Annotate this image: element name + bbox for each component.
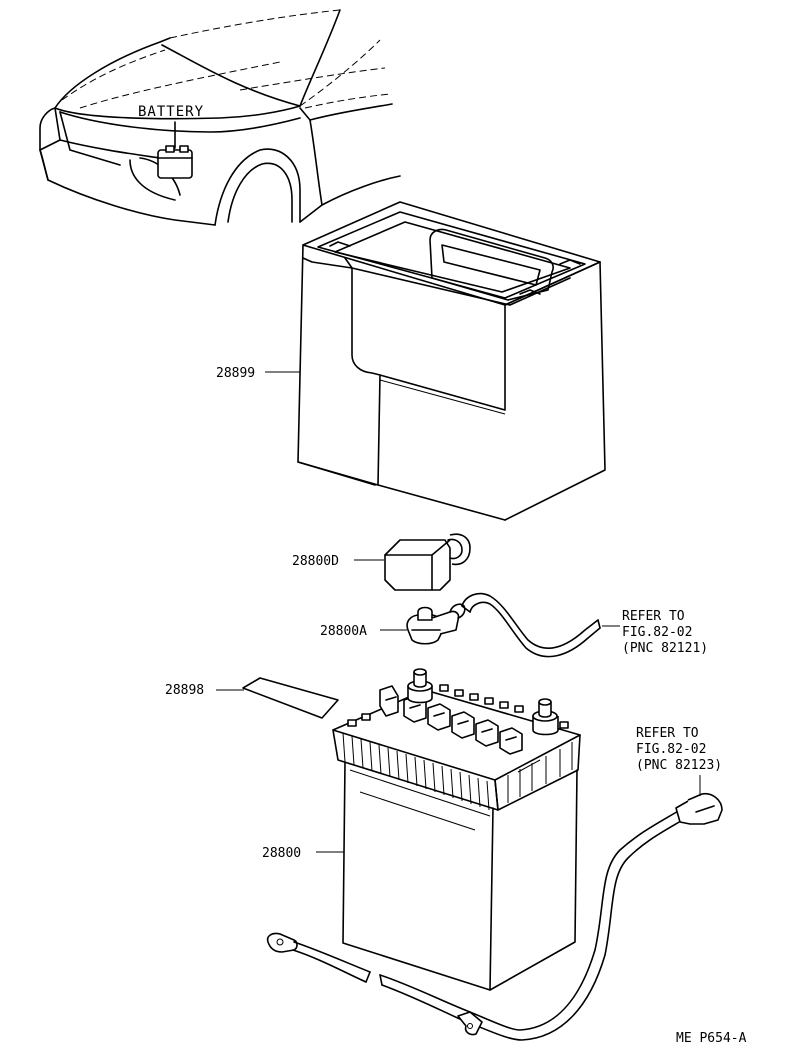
battery-label-sticker	[242, 677, 339, 719]
terminal-cover	[384, 533, 471, 591]
terminal-clamp	[406, 606, 460, 645]
ref2-line1: REFER TO	[636, 726, 699, 741]
positive-cable	[449, 592, 601, 658]
ground-cable-long	[379, 792, 723, 1041]
lid-studs	[347, 684, 569, 729]
terminal-posts	[407, 668, 559, 736]
ref2-line2: FIG.82-02	[636, 742, 706, 757]
battery-location-label: BATTERY	[138, 104, 204, 120]
ref1-line3: (PNC 82121)	[622, 641, 708, 656]
ref2-line3: (PNC 82123)	[636, 758, 722, 773]
ref1-line1: REFER TO	[622, 609, 685, 624]
car-front-view	[39, 9, 401, 226]
ref1-line2: FIG.82-02	[622, 625, 692, 640]
ground-cable-short	[266, 932, 371, 983]
figure-code: ME P654-A	[676, 1031, 747, 1046]
part-number-28800A: 28800A	[320, 624, 367, 639]
part-number-28899: 28899	[216, 366, 255, 381]
battery-tray	[297, 201, 606, 521]
part-number-28800: 28800	[262, 846, 301, 861]
battery	[332, 668, 581, 991]
part-number-28898: 28898	[165, 683, 204, 698]
cell-caps	[379, 685, 523, 755]
lid-ribs	[342, 732, 573, 811]
part-number-28800D: 28800D	[292, 554, 339, 569]
